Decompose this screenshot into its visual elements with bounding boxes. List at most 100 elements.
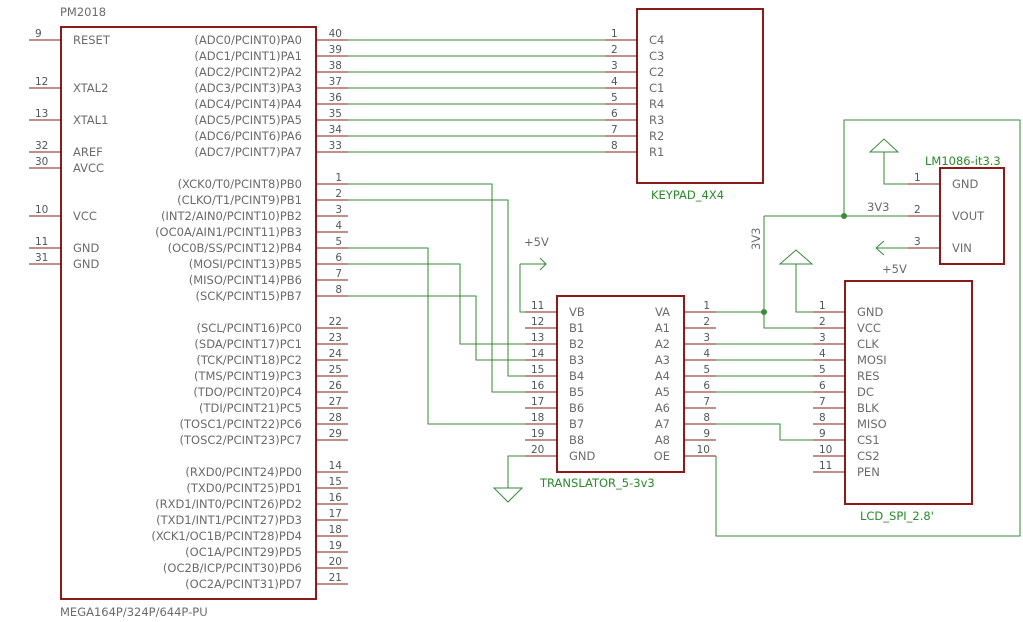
lcd-pin-name: VCC	[857, 321, 881, 335]
regulator-ground-icon	[868, 138, 900, 153]
translator-right-pin-number: 10	[697, 444, 710, 456]
keypad-pin-number: 2	[611, 44, 618, 56]
plus5v-translator-label: +5V	[524, 235, 549, 249]
mcu-right-pin-number: 19	[329, 540, 342, 552]
mcu-left-pin-number: 32	[35, 140, 48, 152]
lcd-pin-name: MOSI	[857, 353, 887, 367]
mcu-right-pin-number: 16	[329, 492, 343, 504]
regulator-pin-number: 1	[914, 172, 921, 184]
translator-right-pin-number: 3	[703, 332, 710, 344]
translator-left-pin-number: 16	[531, 380, 545, 392]
mcu-right-pin-number: 23	[329, 332, 342, 344]
translator-left-pin-number: 17	[531, 396, 544, 408]
mcu-right-pin-name: (TCK/PCINT18)PC2	[196, 353, 302, 367]
mcu-right-pin-name: (XCK0/T0/PCINT8)PB0	[178, 177, 302, 191]
translator-left-pin-number: 12	[531, 316, 544, 328]
translator-left-pin-number: 18	[531, 412, 544, 424]
mcu-right-pin-name: (TOSC1/PCINT22)PC6	[180, 417, 302, 431]
net-3v3-label: 3V3	[867, 200, 890, 214]
mcu-left-pin-name: VCC	[73, 209, 97, 223]
lcd-pin-name: DC	[857, 385, 874, 399]
mcu-right-pin-number: 38	[329, 60, 342, 72]
keypad-pin-name: R1	[649, 145, 664, 159]
keypad-pin-name: C2	[649, 65, 664, 79]
lcd-pin-number: 1	[819, 300, 826, 312]
keypad-pin-number: 3	[611, 60, 618, 72]
mcu-right-pin-name: (OC0B/SS/PCINT12)PB4	[168, 241, 302, 255]
junction-va	[761, 309, 767, 315]
wire-pb1-b4	[348, 199, 525, 377]
wire-a7-cs1	[716, 423, 813, 441]
keypad-pin-number: 5	[611, 92, 618, 104]
translator-left-pin-name: B8	[569, 433, 584, 447]
keypad-pin-number: 7	[611, 124, 618, 136]
mcu-right-pin-number: 3	[335, 204, 342, 216]
lcd-pin-name: PEN	[857, 465, 880, 479]
translator-right-pin-number: 5	[703, 364, 710, 376]
mcu-right-pin-number: 27	[329, 396, 342, 408]
mcu-right-pin-name: (TOSC2/PCINT23)PC7	[180, 433, 302, 447]
mcu-right-pin-name: (ADC5/PCINT5)PA5	[194, 113, 302, 127]
translator-title: TRANSLATOR_5-3v3	[539, 476, 655, 490]
lcd-pin-name: GND	[857, 305, 884, 319]
mcu-right-pin-number: 36	[329, 92, 343, 104]
translator-left-pin-name: B7	[569, 417, 584, 431]
regulator-pin-name: GND	[952, 177, 979, 191]
mcu-right-pin-name: (TDO/PCINT20)PC4	[193, 385, 302, 399]
mcu-right-pin-number: 39	[329, 44, 342, 56]
mcu-right-pin-name: (ADC3/PCINT3)PA3	[194, 81, 302, 95]
translator-right-pin-number: 2	[703, 316, 710, 328]
translator-right-pin-number: 6	[703, 380, 710, 392]
power-symbols: +5V +5V 3V3 3V3	[492, 138, 907, 503]
mcu-left-pin-name: XTAL1	[73, 113, 108, 127]
mcu-right-pin-name: (MOSI/PCINT13)PB5	[189, 257, 302, 271]
mcu-right-pin-number: 26	[329, 380, 343, 392]
mcu-right-pin-name: (SDA/PCINT17)PC1	[194, 337, 302, 351]
mcu-title: PM2018	[60, 5, 106, 19]
mcu-right-pin-name: (SCL/PCINT16)PC0	[197, 321, 302, 335]
mcu-right-pin-number: 25	[329, 364, 342, 376]
regulator-title: LM1086-it3.3	[925, 154, 1001, 168]
keypad-pin-name: C3	[649, 49, 664, 63]
mcu-right-pin-name: (OC0A/AIN1/PCINT11)PB3	[155, 225, 302, 239]
lcd-pin-number: 5	[819, 364, 826, 376]
mcu-right-pin-number: 40	[329, 28, 342, 40]
mcu-right-pin-number: 28	[329, 412, 342, 424]
lcd-pin-number: 6	[819, 380, 826, 392]
regulator-pin-name: VIN	[952, 241, 972, 255]
keypad-pin-number: 1	[611, 28, 618, 40]
translator-right-pin-name: A7	[655, 417, 670, 431]
mcu-left-pin-name: AVCC	[73, 161, 104, 175]
ground-icon	[492, 487, 524, 503]
keypad-pin-name: R2	[649, 129, 664, 143]
mcu-right-pin-number: 37	[329, 76, 342, 88]
mcu-right-pin-name: (TXD1/INT1/PCINT27)PD3	[156, 513, 302, 527]
mcu-left-pin-name: GND	[73, 241, 100, 255]
mcu-right-pin-number: 6	[335, 252, 342, 264]
translator-left-pin-number: 19	[531, 428, 544, 440]
mcu-body	[60, 26, 317, 600]
wire-oe-loop	[715, 119, 1021, 537]
lcd-pin-number: 9	[819, 428, 826, 440]
wire-pb0-b5	[348, 183, 525, 393]
translator-right-pin-name: A2	[655, 337, 670, 351]
mcu-right-pin-name: (RXD0/PCINT24)PD0	[185, 465, 302, 479]
mcu-right-pin-name: (ADC6/PCINT6)PA6	[194, 129, 302, 143]
mcu-right-pin-number: 20	[329, 556, 342, 568]
translator-left-pin-name: B2	[569, 337, 584, 351]
mcu-right-pin-name: (OC2A/PCINT31)PD7	[185, 577, 302, 591]
lcd-pin-number: 8	[819, 412, 826, 424]
translator-left-pin-number: 13	[531, 332, 544, 344]
mcu-left-pin-name: AREF	[73, 145, 103, 159]
translator-right-pin-name: VA	[655, 305, 670, 319]
lcd-pin-name: CS2	[857, 449, 880, 463]
mcu-right-pin-number: 8	[335, 284, 342, 296]
translator-left-pin-name: B5	[569, 385, 584, 399]
